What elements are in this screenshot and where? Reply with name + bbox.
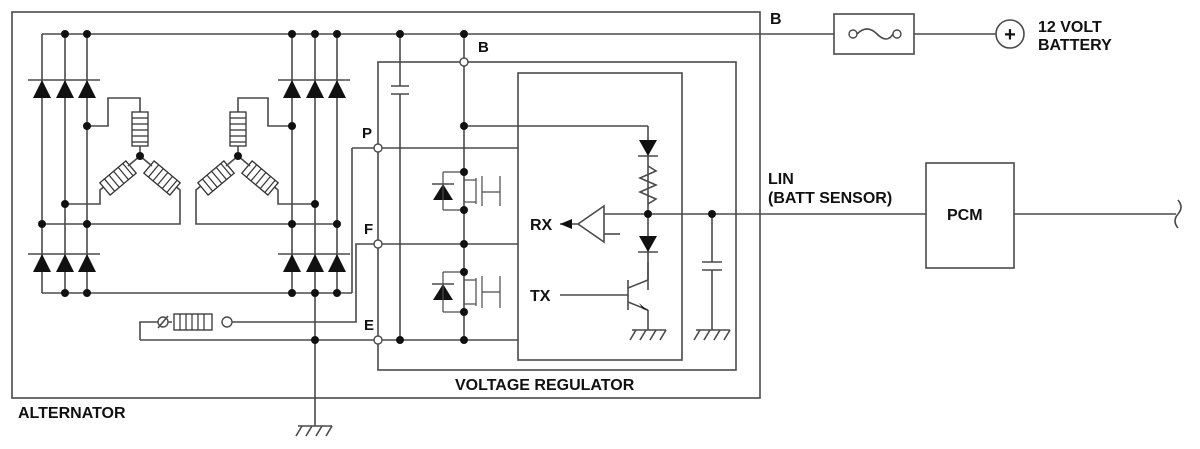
- terminal-e: [373, 335, 383, 345]
- rx-arrow: [560, 219, 572, 229]
- stator-coil-left: [98, 111, 182, 196]
- fuse: [833, 13, 915, 55]
- battery-icon: +: [995, 19, 1025, 49]
- terminal-b-inner-label: B: [478, 39, 489, 56]
- alternator-housing: [11, 11, 761, 399]
- battery-label-line1: 12 VOLT: [1038, 19, 1102, 36]
- mosfet-low-side: [432, 271, 501, 313]
- capacitor-main: [391, 85, 409, 95]
- resistor: [638, 165, 658, 205]
- stator-coil-right: [196, 111, 280, 196]
- regulator-ic-box: [517, 72, 683, 361]
- mosfet-high-side: [432, 171, 501, 211]
- pcm-label: PCM: [947, 207, 983, 224]
- tx-transistor: [627, 262, 649, 311]
- pcm-box: [925, 162, 1015, 269]
- diode-lower: [639, 236, 657, 252]
- ground-lin-cap: [693, 329, 731, 341]
- ground-symbols: [295, 329, 731, 437]
- rx-buffer: [576, 204, 605, 244]
- tx-label: TX: [530, 288, 551, 305]
- terminals: [373, 57, 469, 345]
- rectifier-diodes: [28, 79, 350, 272]
- alternator-label: ALTERNATOR: [18, 405, 126, 422]
- wiring: [41, 33, 1182, 426]
- rx-label: RX: [530, 217, 553, 234]
- voltage-regulator-box: [377, 61, 737, 371]
- terminal-e-label: E: [364, 317, 374, 334]
- battery-plus-sign: +: [1004, 24, 1016, 46]
- rotor-field-coil: [157, 313, 233, 331]
- lin-label-line2: (BATT SENSOR): [768, 190, 892, 207]
- terminal-b-outer-label: B: [770, 11, 782, 28]
- capacitor-lin: [702, 261, 722, 271]
- terminal-p-label: P: [362, 125, 372, 142]
- ground-chassis: [295, 425, 333, 437]
- terminal-f-label: F: [364, 221, 373, 238]
- terminal-f: [373, 239, 383, 249]
- battery-label-line2: BATTERY: [1038, 37, 1112, 54]
- diode-lower-row: [28, 253, 350, 272]
- terminal-b: [459, 57, 469, 67]
- junction-dots: [38, 30, 716, 344]
- diode-upper: [639, 140, 657, 156]
- diode-upper-row: [28, 79, 350, 98]
- voltage-regulator-label: VOLTAGE REGULATOR: [455, 377, 635, 394]
- regulator-ic-internals: [560, 140, 658, 311]
- ground-ic: [629, 329, 667, 341]
- terminal-p: [373, 143, 383, 153]
- lin-label-line1: LIN: [768, 171, 794, 188]
